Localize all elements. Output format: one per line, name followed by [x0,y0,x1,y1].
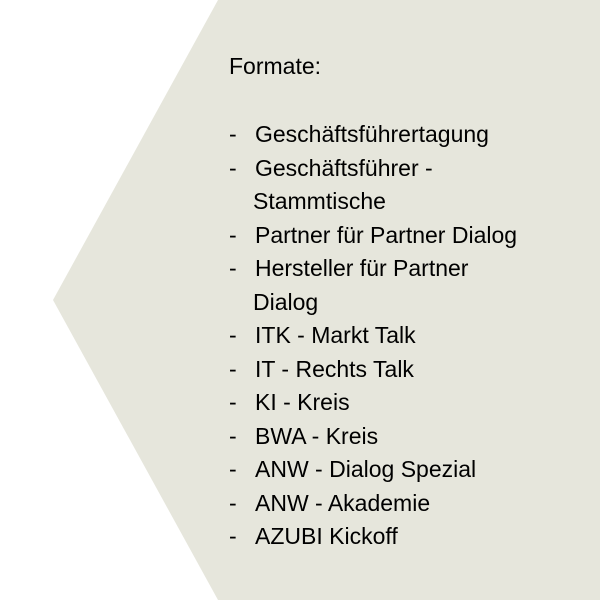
format-item-text: ANW - Dialog Spezial [255,453,476,487]
format-item-text: Partner für Partner Dialog [255,219,517,253]
list-dash: - [229,389,237,415]
hexagon-polygon [53,0,600,600]
format-item-text: IT - Rechts Talk [255,353,414,387]
format-list-item: -BWA - Kreis [229,420,599,454]
format-item-line: Geschäftsführertagung [255,121,489,147]
formats-panel: Formate: -Geschäftsführertagung-Geschäft… [229,52,599,554]
list-dash: - [229,523,237,549]
format-item-text: Geschäftsführer - Stammtische [253,152,433,219]
format-item-line: Geschäftsführer - [255,154,433,181]
format-list-item: -ANW - Dialog Spezial [229,453,599,487]
format-item-line: Stammtische [253,188,386,214]
format-item-line: Hersteller für Partner [255,255,469,281]
list-dash: - [229,221,237,248]
format-list-item: -IT - Rechts Talk [229,353,599,387]
format-item-text: ANW - Akademie [255,487,430,521]
format-item-line: AZUBI Kickoff [255,523,398,549]
format-item-text: KI - Kreis [255,386,350,420]
formats-heading: Formate: [229,53,322,79]
list-dash: - [229,422,237,449]
list-dash: - [229,456,237,482]
list-dash: - [229,255,237,281]
list-dash: - [229,355,237,382]
format-item-line: ANW - Dialog Spezial [255,456,477,482]
format-list-item: -Geschäftsführer - Stammtische [229,152,599,219]
format-list-item: -ITK - Markt Talk [229,319,599,353]
format-item-line: Dialog [253,288,319,315]
format-item-text: BWA - Kreis [255,420,378,454]
list-dash: - [229,154,237,181]
format-item-line: ITK - Markt Talk [255,322,416,348]
format-item-text: AZUBI Kickoff [255,520,398,554]
list-dash: - [229,489,237,516]
format-item-text: ITK - Markt Talk [255,319,416,353]
format-list-item: -Geschäftsführertagung [229,118,599,152]
formats-list: -Geschäftsführertagung-Geschäftsführer -… [229,118,599,554]
format-list-item: -KI - Kreis [229,386,599,420]
format-list-item: -ANW - Akademie [229,487,599,521]
format-item-line: KI - Kreis [255,389,350,415]
format-item-line: Partner für Partner Dialog [255,221,518,248]
list-dash: - [229,121,237,147]
format-item-line: IT - Rechts Talk [255,355,414,382]
list-dash: - [229,322,237,348]
format-item-text: Geschäftsführertagung [255,118,489,152]
format-item-line: BWA - Kreis [255,422,379,449]
format-item-line: ANW - Akademie [255,489,431,516]
format-list-item: -AZUBI Kickoff [229,520,599,554]
format-list-item: -Partner für Partner Dialog [229,219,599,253]
